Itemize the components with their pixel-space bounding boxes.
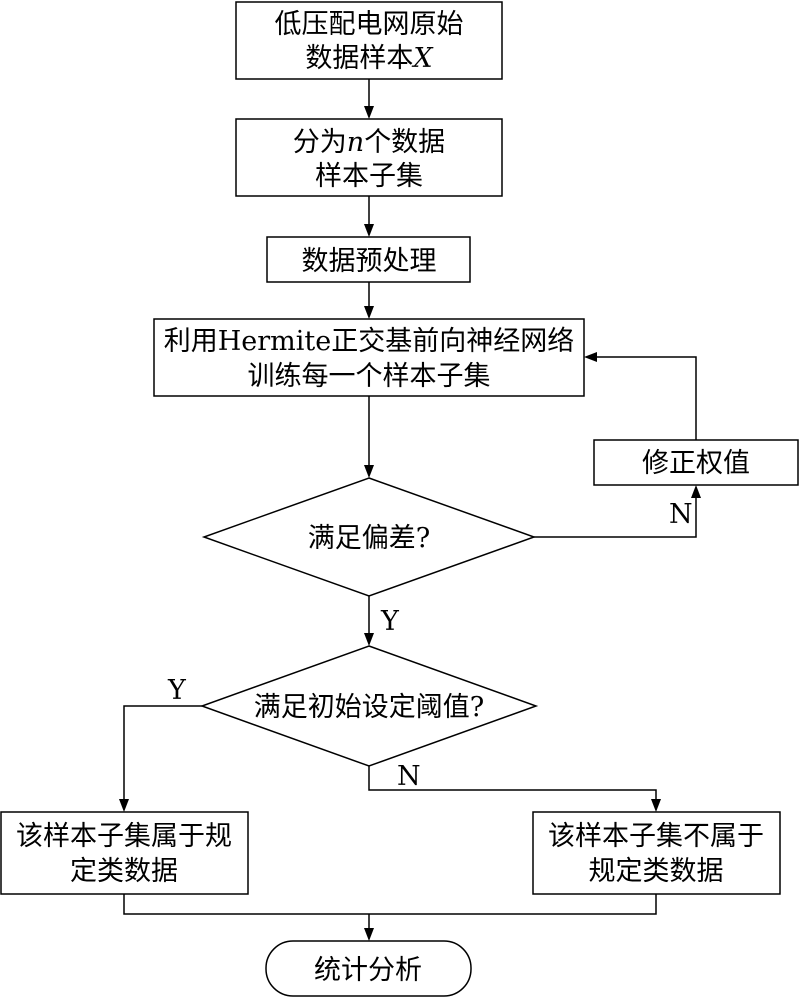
raw-data-line1: 低压配电网原始 — [275, 9, 464, 40]
node-belongs: 该样本子集属于规 定类数据 — [0, 811, 249, 895]
node-split: 分为n个数据 样本子集 — [235, 118, 503, 197]
node-raw-data: 低压配电网原始 数据样本X — [235, 1, 503, 80]
node-preprocess: 数据预处理 — [266, 236, 471, 283]
edge-merge — [123, 894, 657, 915]
node-train: 利用Hermite正交基前向神经网络 训练每一个样本子集 — [153, 318, 585, 397]
arrow-preprocess-train — [364, 306, 374, 319]
threshold-label: 满足初始设定阈值? — [254, 692, 484, 723]
arrow-deviation-correct — [691, 485, 701, 498]
arrow-threshold-belongs — [119, 799, 129, 812]
label-deviation-no: N — [669, 499, 693, 530]
belongs-line2: 定类数据 — [70, 856, 178, 887]
arrow-split-preprocess — [364, 224, 374, 237]
edge-deviation-correct — [534, 494, 697, 538]
statistics-label: 统计分析 — [314, 955, 422, 986]
decision-threshold: 满足初始设定阈值? — [199, 645, 539, 767]
label-threshold-no: N — [397, 761, 421, 792]
label-threshold-yes: Y — [167, 675, 187, 706]
node-statistics: 统计分析 — [265, 940, 472, 997]
arrow-deviation-threshold — [364, 633, 374, 646]
belongs-line1: 该样本子集属于规 — [16, 821, 232, 852]
label-deviation-yes: Y — [380, 606, 400, 637]
train-line1: 利用Hermite正交基前向神经网络 — [164, 326, 575, 357]
edges — [119, 79, 701, 941]
decision-deviation: 满足偏差? — [201, 477, 537, 597]
preprocess-label: 数据预处理 — [302, 246, 437, 277]
arrow-correct-train — [584, 352, 597, 362]
edge-threshold-not-belongs — [368, 766, 657, 803]
correct-weights-label: 修正权值 — [642, 448, 750, 479]
node-not-belongs: 该样本子集不属于 规定类数据 — [532, 811, 781, 895]
node-correct-weights: 修正权值 — [593, 439, 799, 486]
arrow-threshold-not-belongs — [651, 799, 661, 812]
edge-correct-train — [593, 356, 697, 440]
arrow-raw-split — [364, 106, 374, 119]
split-line1: 分为n个数据 — [293, 127, 445, 158]
split-line2: 样本子集 — [315, 161, 423, 192]
raw-data-line2: 数据样本X — [305, 43, 434, 74]
arrow-train-deviation — [364, 465, 374, 478]
edge-threshold-belongs — [123, 705, 202, 803]
deviation-label: 满足偏差? — [308, 523, 430, 554]
not-belongs-line1: 该样本子集不属于 — [548, 821, 764, 852]
arrow-merge-statistics — [364, 928, 374, 941]
not-belongs-line2: 规定类数据 — [589, 856, 724, 887]
train-line2: 训练每一个样本子集 — [248, 361, 491, 392]
